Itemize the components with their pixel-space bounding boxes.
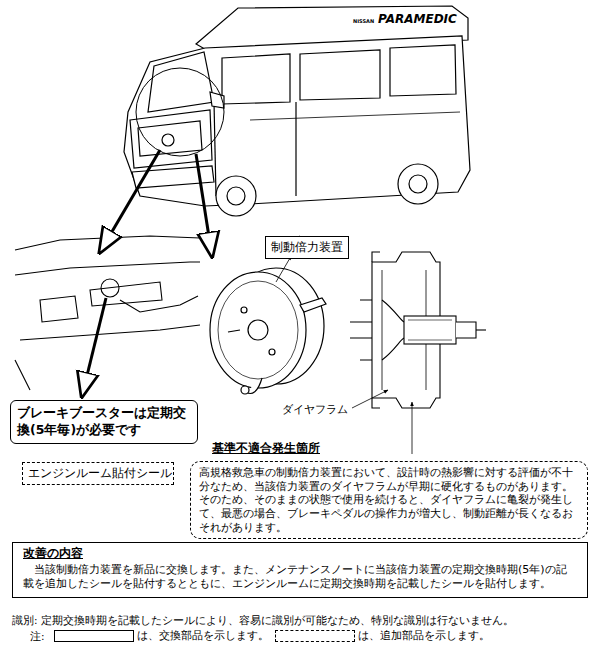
engine-room-detail-part bbox=[101, 279, 119, 297]
part-label: ダイヤフラム bbox=[280, 402, 350, 417]
brake-booster-part bbox=[248, 320, 268, 340]
node-text: 当該制動倍力装置を新品に交換します。また、メンテナンスノートに当該倍力装置の定期… bbox=[23, 563, 577, 592]
booster-cross-section-part bbox=[360, 300, 372, 360]
remedy-box: 改善の内容当該制動倍力装置を新品に交換します。また、メンテナンスノートに当該倍力… bbox=[12, 542, 588, 598]
added-part-swatch bbox=[275, 630, 355, 642]
part-name-box: 制動倍力装置 bbox=[265, 236, 349, 259]
booster-cross-section-part bbox=[404, 316, 456, 344]
ambulance-van bbox=[124, 6, 470, 216]
legend-item: は、交換部品を示します。 bbox=[50, 629, 269, 643]
ambulance-van-part bbox=[300, 50, 380, 100]
node-text: エンジンルーム貼付シール bbox=[28, 465, 168, 482]
engine-room-detail-part bbox=[15, 360, 30, 390]
heading: 改善の内容 bbox=[23, 546, 577, 561]
ambulance-van-part bbox=[227, 187, 245, 205]
brake-booster-part bbox=[241, 307, 247, 313]
note-label: 注: bbox=[30, 630, 45, 644]
legend-text: は、交換部品を示します。 bbox=[137, 629, 269, 643]
engine-room-detail-part bbox=[20, 325, 200, 340]
ambulance-van-part bbox=[295, 102, 296, 196]
node-text: ブレーキブースターは定期交換(5年毎)が必要です bbox=[17, 405, 191, 439]
arrows-and-leaders-part bbox=[82, 298, 106, 396]
legend-item: は、追加部品を示します。 bbox=[271, 629, 490, 643]
booster-cross-section-part bbox=[476, 329, 486, 330]
sticker-box: ブレーキブースターは定期交換(5年毎)が必要です bbox=[10, 400, 198, 444]
brake-booster-part bbox=[210, 272, 306, 388]
brake-booster-part bbox=[218, 281, 298, 379]
ambulance-van-part bbox=[222, 54, 290, 104]
booster-cross-section-part bbox=[382, 300, 404, 360]
node-text: 制動倍力装置 bbox=[271, 239, 343, 256]
ambulance-van-part bbox=[162, 134, 174, 146]
ambulance-van-part bbox=[138, 121, 202, 156]
added-sticker-box: エンジンルーム貼付シール bbox=[22, 462, 174, 485]
ambulance-van-part bbox=[216, 176, 256, 216]
booster-cross-section-part bbox=[372, 252, 380, 408]
engine-room-detail-part bbox=[40, 296, 78, 322]
ambulance-van-part bbox=[250, 112, 460, 120]
ambulance-van-part bbox=[148, 52, 214, 112]
ambulance-van-part bbox=[390, 45, 456, 96]
heading: 基準不適合発生箇所 bbox=[212, 440, 588, 457]
engine-room-detail bbox=[15, 236, 200, 390]
ambulance-van-part bbox=[136, 68, 224, 156]
vehicle-text: PARAMEDIC bbox=[378, 12, 457, 26]
booster-cross-section-part bbox=[408, 320, 452, 340]
ambulance-van-part bbox=[409, 175, 427, 193]
booster-cross-section-part bbox=[456, 322, 476, 338]
ambulance-van-part bbox=[130, 110, 212, 168]
arrows-and-leaders-part bbox=[276, 258, 290, 282]
node-text: 高規格救急車の制動倍力装置において、設計時の熱影響に対する評価が不十分なため、当… bbox=[190, 461, 588, 539]
booster-cross-section-part bbox=[350, 322, 372, 338]
brake-booster-part bbox=[269, 349, 275, 355]
brake-booster-part bbox=[300, 298, 326, 312]
arrows-and-leaders-part bbox=[412, 402, 413, 454]
arrows-and-leaders-part bbox=[352, 390, 388, 408]
legend-text: は、追加部品を示します。 bbox=[358, 629, 490, 643]
replaced-part-swatch bbox=[54, 630, 134, 642]
engine-room-detail-part bbox=[15, 262, 200, 275]
brake-booster-part bbox=[228, 330, 240, 332]
ambulance-van-part bbox=[398, 164, 438, 204]
booster-cross-section bbox=[350, 252, 486, 408]
brand-text: NISSAN bbox=[353, 18, 374, 24]
legend: は、交換部品を示します。 は、追加部品を示します。 bbox=[50, 629, 492, 643]
defect-note: 基準不適合発生箇所高規格救急車の制動倍力装置において、設計時の熱影響に対する評価… bbox=[190, 440, 588, 539]
ambulance-van-part bbox=[124, 36, 470, 206]
arrows-and-leaders-part bbox=[196, 154, 212, 256]
brake-booster bbox=[210, 236, 326, 394]
identification-note: 識別: 定期交換時期を記載したシールにより、容易に識別が可能なため、特別な識別は… bbox=[12, 614, 514, 628]
brake-booster-part bbox=[241, 386, 249, 394]
arrows-and-leaders-part bbox=[100, 150, 160, 252]
engine-room-detail-part bbox=[120, 296, 198, 312]
